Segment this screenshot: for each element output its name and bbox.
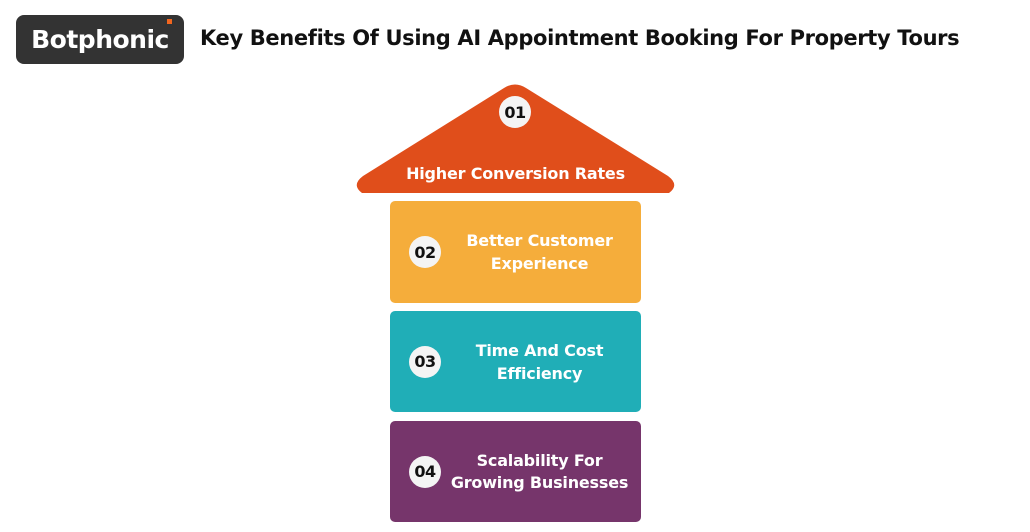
brand-name: Botphonic	[31, 25, 169, 54]
benefit-number-badge: 02	[409, 236, 441, 268]
benefit-02-box: 02 Better Customer Experience	[390, 201, 641, 303]
benefit-01-triangle: 01 Higher Conversion Rates	[354, 84, 677, 195]
benefit-label: Higher Conversion Rates	[406, 164, 625, 183]
benefit-04-box: 04 Scalability For Growing Businesses	[390, 421, 641, 522]
benefit-label: Time And Cost Efficiency	[475, 340, 604, 383]
logo-accent-dot-icon	[167, 19, 172, 24]
benefit-03-box: 03 Time And Cost Efficiency	[390, 311, 641, 412]
benefit-number-badge: 01	[499, 96, 531, 128]
benefit-label: Better Customer Experience	[466, 231, 613, 273]
benefit-number-badge: 03	[409, 345, 441, 378]
page-title: Key Benefits Of Using AI Appointment Boo…	[200, 26, 960, 50]
benefit-label: Scalability For Growing Businesses	[450, 450, 629, 492]
roof-triangle-icon	[356, 84, 675, 193]
brand-logo: Botphonic	[16, 15, 184, 64]
benefit-number-badge: 04	[409, 455, 441, 488]
